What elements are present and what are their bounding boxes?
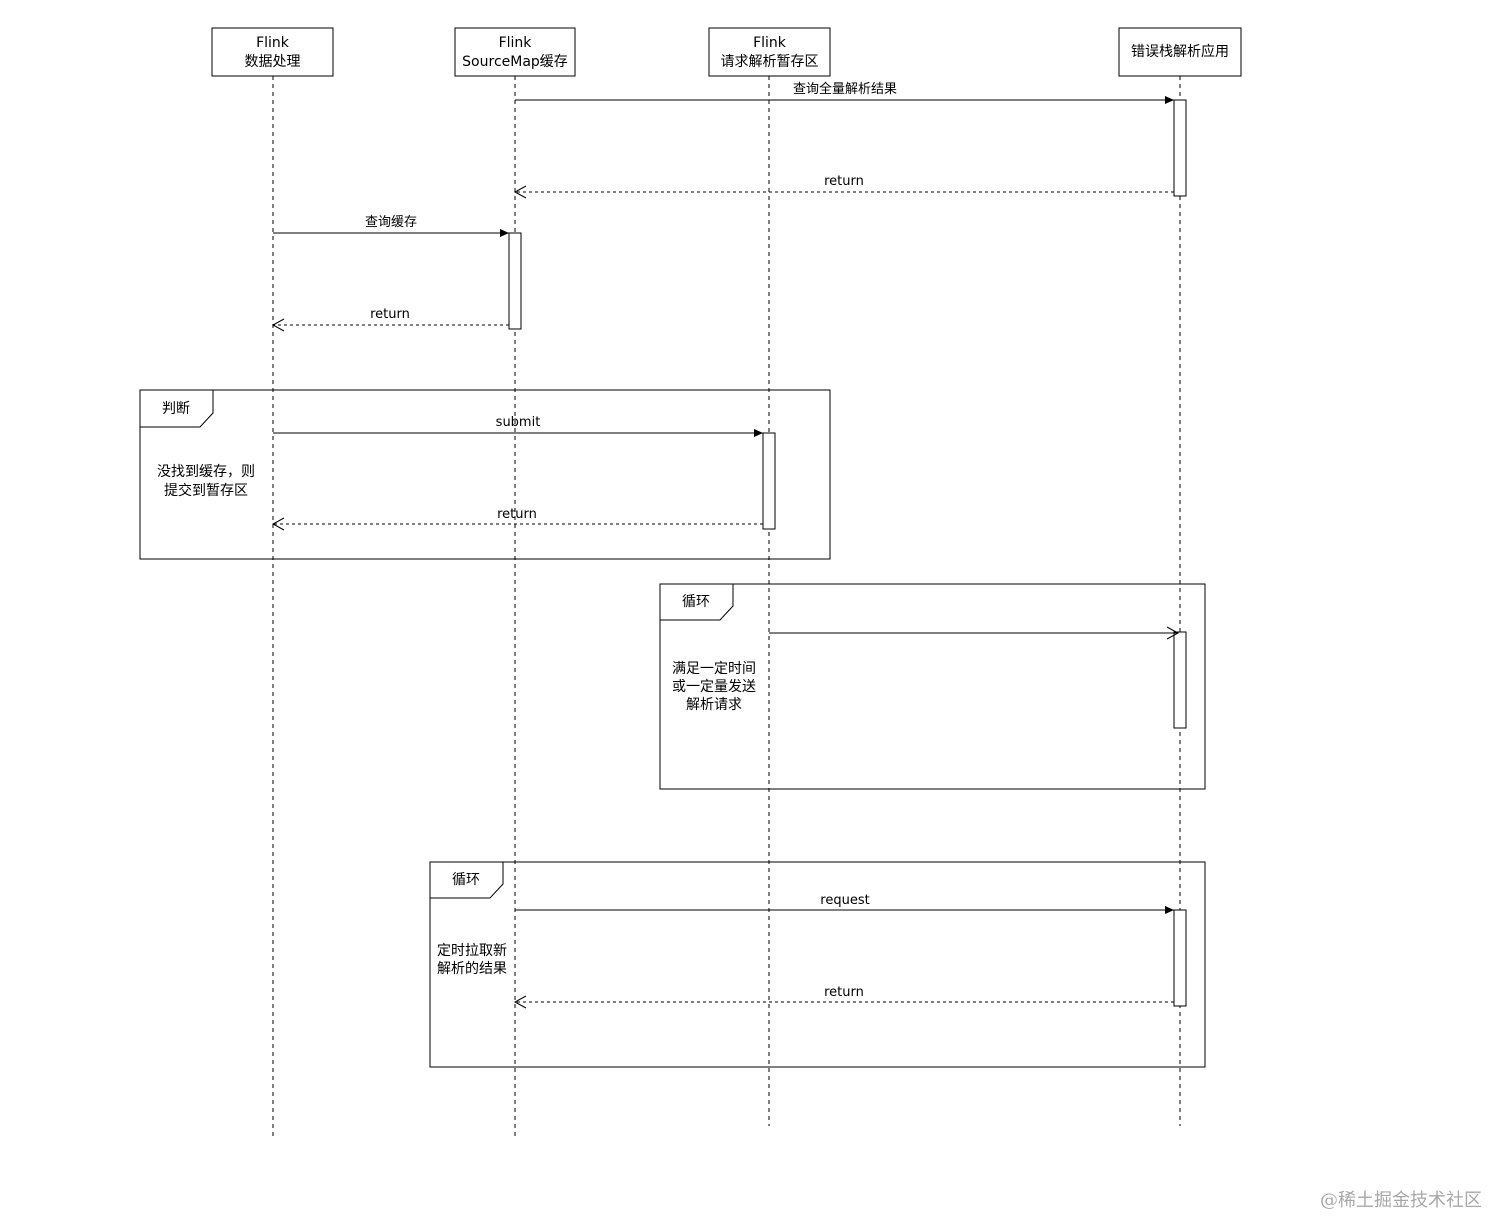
frame-guard-line1: 满足一定时间 (672, 661, 756, 677)
message-return-2: return (271, 307, 509, 332)
frame-loop-1: 循环 满足一定时间 或一定量发送 解析请求 (659, 583, 1206, 790)
message-label: request (820, 893, 869, 908)
message-label: return (824, 985, 864, 1000)
message-label: 查询缓存 (365, 215, 417, 230)
message-request: request (515, 893, 1174, 914)
activation-bar (1173, 631, 1187, 729)
message-query-all: 查询全量解析结果 (515, 81, 1174, 104)
participant-label-line1: 错误栈解析应用 (1131, 43, 1229, 60)
frame-label: 循环 (452, 872, 480, 888)
watermark: @稀土掘金技术社区 (1320, 1190, 1482, 1211)
frame-guard-line2: 或一定量发送 (672, 679, 756, 695)
frame-guard-line3: 解析请求 (686, 697, 742, 713)
participant-stack-app: 错误栈解析应用 (1118, 27, 1242, 77)
participant-label-line1: Flink (499, 35, 533, 51)
activation-bar (508, 232, 522, 330)
message-label: return (497, 507, 537, 522)
frame-label: 循环 (682, 594, 710, 610)
participant-label-line1: Flink (256, 35, 290, 51)
message-return-4: return (513, 985, 1174, 1009)
frame-guard-line2: 解析的结果 (437, 961, 507, 977)
participant-label-line2: SourceMap缓存 (462, 54, 568, 70)
frame-judge: 判断 没找到缓存，则 提交到暂存区 (139, 389, 831, 560)
participant-flink-process: Flink 数据处理 (211, 27, 334, 77)
frame-loop-2: 循环 定时拉取新 解析的结果 (429, 861, 1206, 1068)
message-label: 查询全量解析结果 (793, 81, 897, 97)
message-submit: submit (273, 415, 763, 437)
message-label: submit (496, 415, 541, 430)
participant-label-line1: Flink (753, 35, 787, 51)
participant-flink-staging: Flink 请求解析暂存区 (708, 27, 831, 77)
message-return-3: return (271, 507, 763, 531)
activation-bar (762, 432, 776, 530)
frame-guard-line1: 没找到缓存，则 (157, 464, 255, 480)
message-return-1: return (513, 174, 1174, 199)
message-label: return (370, 307, 410, 322)
message-query-cache: 查询缓存 (273, 215, 509, 237)
frame-guard-line1: 定时拉取新 (437, 943, 507, 959)
participant-flink-cache: Flink SourceMap缓存 (454, 27, 576, 77)
activation-bar (1173, 909, 1187, 1007)
frame-guard-line2: 提交到暂存区 (164, 482, 248, 499)
participant-label-line2: 请求解析暂存区 (721, 54, 819, 70)
participant-label-line2: 数据处理 (245, 54, 301, 70)
message-label: return (824, 174, 864, 189)
frame-label: 判断 (162, 401, 190, 417)
activation-bar (1173, 99, 1187, 197)
